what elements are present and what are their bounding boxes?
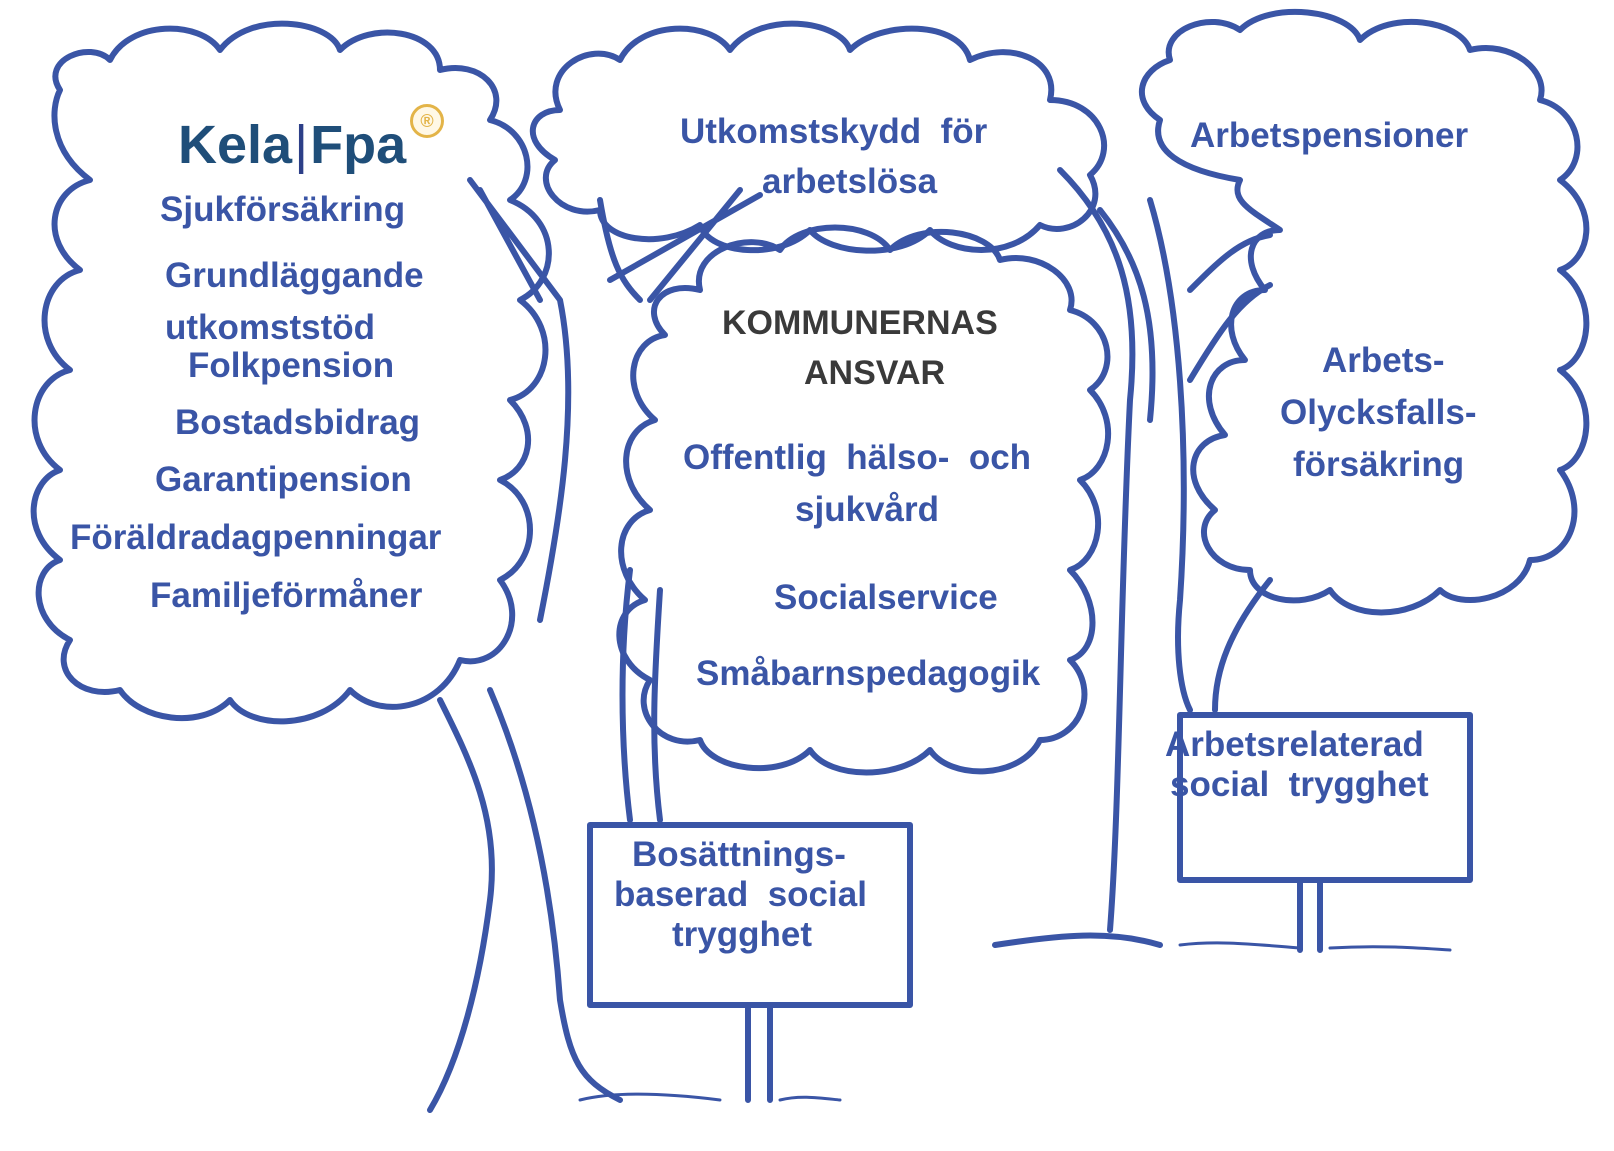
- center-cloud: [616, 224, 1112, 776]
- left-item-utkomststod: utkomststöd: [165, 308, 375, 347]
- center-line-sjukvard: sjukvård: [795, 490, 939, 529]
- left-item-garantipension: Garantipension: [155, 460, 412, 499]
- left-item-foraldradagpenningar: Föräldradagpenningar: [70, 518, 442, 557]
- middle-tree-trunk: [619, 567, 663, 823]
- top-middle-line-2: arbetslösa: [762, 162, 938, 201]
- sign-left-line-3: trygghet: [672, 915, 812, 954]
- middle-tree-roots: [992, 932, 1163, 948]
- top-middle-cloud: [529, 20, 1108, 254]
- left-item-folkpension: Folkpension: [188, 346, 395, 385]
- sign-right-board: [1177, 712, 1473, 883]
- sign-right-grass: [1178, 941, 1452, 952]
- right-cloud: [1138, 8, 1590, 616]
- logo-separator: |: [294, 115, 309, 175]
- right-cloud-line-3: försäkring: [1293, 445, 1465, 484]
- left-cloud: [30, 20, 552, 725]
- left-item-sjukforsakring: Sjukförsäkring: [160, 190, 406, 229]
- sign-left-line-1: Bosättnings-: [632, 835, 846, 874]
- center-heading-line-1: KOMMUNERNAS: [722, 304, 998, 342]
- top-middle-line-1: Utkomstskydd för: [680, 112, 988, 151]
- left-item-grundlaggande: Grundläggande: [165, 256, 424, 295]
- sign-left-line-2: baserad social: [614, 875, 867, 914]
- sign-left-post: [745, 1002, 773, 1103]
- registered-mark-icon: ®: [410, 104, 444, 138]
- middle-branch-right: [1187, 232, 1273, 383]
- left-tree-trunk: [427, 687, 623, 1113]
- center-line-socialservice: Socialservice: [774, 578, 998, 617]
- right-cloud-line-1: Arbets-: [1322, 341, 1445, 380]
- middle-tree-branches: [597, 167, 1156, 933]
- right-tree-trunk: [1147, 197, 1273, 713]
- center-line-offentlig: Offentlig hälso- och: [683, 438, 1032, 477]
- kela-fpa-logo: Kela|Fpa ®: [178, 104, 444, 175]
- logo-text-kela: Kela: [178, 115, 293, 175]
- sign-right-line-2: social trygghet: [1170, 765, 1429, 804]
- right-cloud-title: Arbetspensioner: [1190, 116, 1469, 155]
- center-line-smabarnspedagogik: Småbarnspedagogik: [696, 654, 1041, 693]
- left-tree-branch: [467, 177, 572, 623]
- left-item-bostadsbidrag: Bostadsbidrag: [175, 403, 421, 442]
- left-item-familjeformaner: Familjeförmåner: [150, 576, 423, 615]
- sign-left-grass: [578, 1092, 842, 1102]
- center-heading-line-2: ANSVAR: [804, 354, 946, 392]
- right-cloud-line-2: Olycksfalls-: [1280, 393, 1477, 432]
- logo-text-fpa: Fpa: [310, 115, 407, 175]
- sign-right-line-1: Arbetsrelaterad: [1165, 725, 1424, 764]
- sign-right-post: [1297, 877, 1323, 953]
